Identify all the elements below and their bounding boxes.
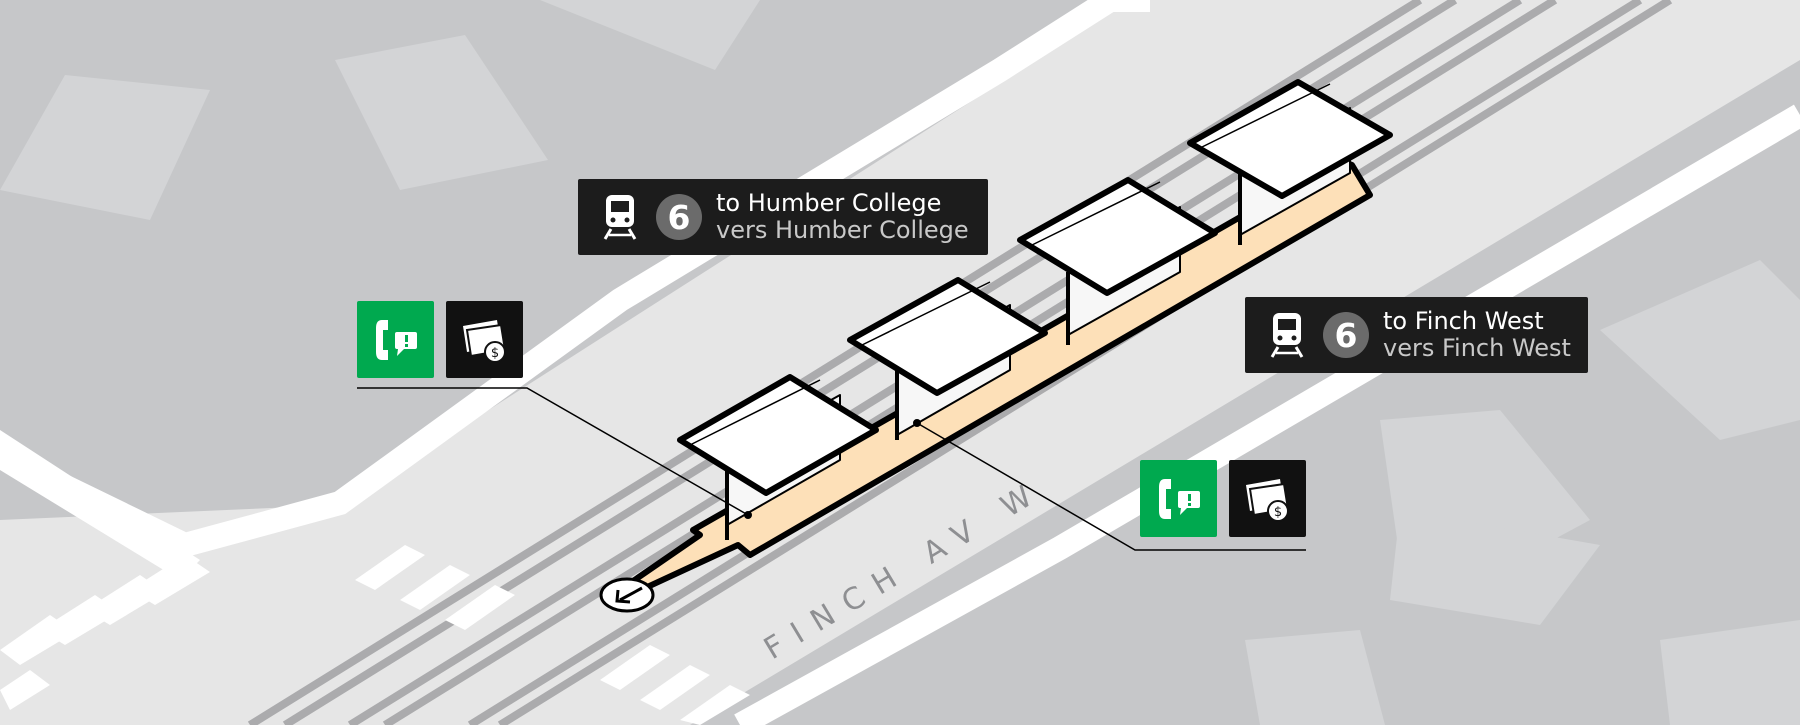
shelter-roof-line [1029, 181, 1161, 247]
emergency-phone-icon[interactable] [1140, 460, 1217, 537]
road-curb-north [0, 0, 1150, 558]
train-icon-glyph [603, 195, 637, 240]
direction-sign-finch-west: 6 to Finch West vers Finch West [1245, 297, 1588, 373]
route-badge: 6 [656, 194, 702, 240]
destination: to Finch West vers Finch West [1383, 308, 1571, 362]
fare-vending-icon[interactable]: $ [1229, 460, 1306, 537]
crosswalk-stripe [355, 545, 425, 590]
crosswalk-stripe [640, 665, 710, 710]
crosswalk-stripe [0, 670, 50, 710]
emergency-phone-icon[interactable] [357, 301, 434, 378]
shelter-roof-line [689, 379, 821, 446]
shelter-roof [1017, 177, 1218, 296]
destination-french: vers Finch West [1383, 334, 1571, 362]
destination-french: vers Humber College [716, 216, 969, 244]
shelter [1017, 177, 1218, 345]
entrance-arrow-head [615, 589, 631, 604]
shelter-roof-line [859, 281, 991, 347]
crosswalk-stripe [680, 685, 750, 725]
crosswalk-stripes [0, 545, 750, 725]
shelters [677, 79, 1393, 540]
leader-line-west [357, 387, 749, 516]
train-icon [1263, 307, 1311, 363]
building-footprint [335, 35, 548, 190]
leader-line-east [916, 422, 1306, 551]
building-footprint [0, 75, 210, 220]
shelter [677, 374, 879, 540]
destination-english: to Finch West [1383, 307, 1544, 335]
route-badge: 6 [1323, 312, 1369, 358]
road-curb-west-corner [0, 430, 200, 580]
destination-english: to Humber College [716, 189, 942, 217]
crosswalk-stripe [445, 585, 515, 630]
emergency-phone-glyph [375, 319, 417, 360]
direction-sign-humber-college: 6 to Humber College vers Humber College [578, 179, 988, 255]
svg-text:$: $ [490, 346, 498, 361]
entrance-marker[interactable] [599, 577, 655, 613]
leader-dot-east [913, 419, 921, 427]
road-curb-south [734, 104, 1800, 725]
building-footprint [1660, 620, 1800, 725]
train-icon-glyph [1270, 313, 1304, 358]
shelter-roof [847, 277, 1048, 396]
emergency-phone-glyph [1158, 478, 1200, 519]
svg-text:$: $ [1273, 505, 1281, 520]
destination: to Humber College vers Humber College [716, 190, 969, 244]
crosswalk-stripe [0, 615, 75, 665]
leader-lines [357, 387, 1306, 551]
shelter-roof [1187, 79, 1393, 199]
entrance-arrow-shaft [619, 586, 643, 602]
leader-dot-west [744, 511, 752, 519]
building-footprint [1600, 260, 1800, 440]
shelter [847, 277, 1048, 440]
fare-vending-glyph: $ [462, 319, 506, 363]
fare-vending-icon[interactable]: $ [446, 301, 523, 378]
train-icon [596, 189, 644, 245]
building-footprint [1245, 630, 1385, 725]
building-footprint [1390, 510, 1600, 625]
crosswalk-stripe [600, 645, 670, 690]
building-footprint [540, 0, 760, 70]
fare-vending-glyph: $ [1245, 478, 1289, 522]
shelter-roof-line [1199, 83, 1331, 149]
shelter-roof [677, 374, 879, 496]
shelter [1187, 79, 1393, 245]
crosswalk-stripe [400, 565, 470, 610]
